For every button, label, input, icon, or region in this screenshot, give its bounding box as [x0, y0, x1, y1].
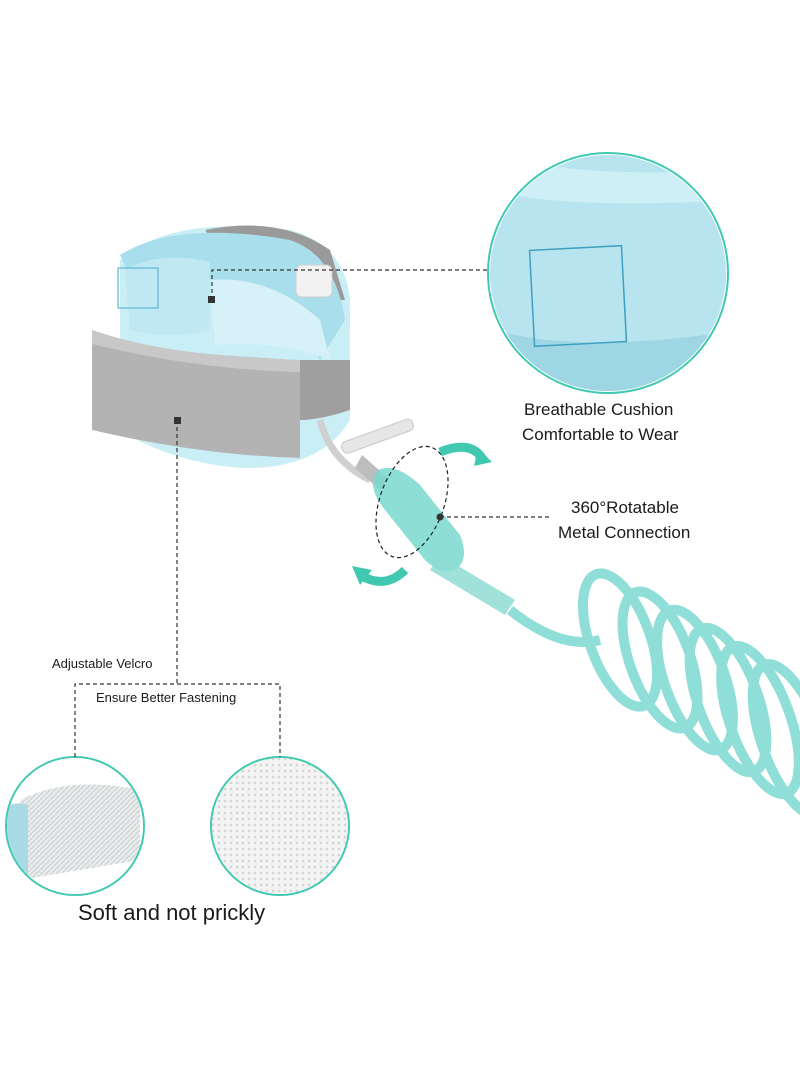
soft-label: Soft and not prickly	[78, 900, 266, 925]
rotation-label-line2: Metal Connection	[558, 523, 691, 542]
cushion-label-line2: Comfortable to Wear	[522, 425, 679, 444]
coiled-cord	[506, 568, 800, 821]
leader-lines	[74, 269, 550, 757]
cushion-zoom-circle	[487, 152, 729, 394]
velcro-zoom-right	[210, 756, 350, 896]
rotating-connector	[316, 418, 515, 615]
velcro-label-line2: Ensure Better Fastening	[96, 690, 237, 705]
cushion-stitch	[117, 267, 159, 309]
rotate-arrow-top-icon	[438, 442, 486, 461]
wrist-strap	[92, 225, 350, 469]
cushion-label-line1: Breathable Cushion	[524, 400, 674, 419]
velcro-label-line1: Adjustable Velcro	[52, 656, 153, 671]
velcro-zoom-left	[5, 756, 145, 896]
rotation-label-line1: 360°Rotatable	[571, 498, 679, 517]
